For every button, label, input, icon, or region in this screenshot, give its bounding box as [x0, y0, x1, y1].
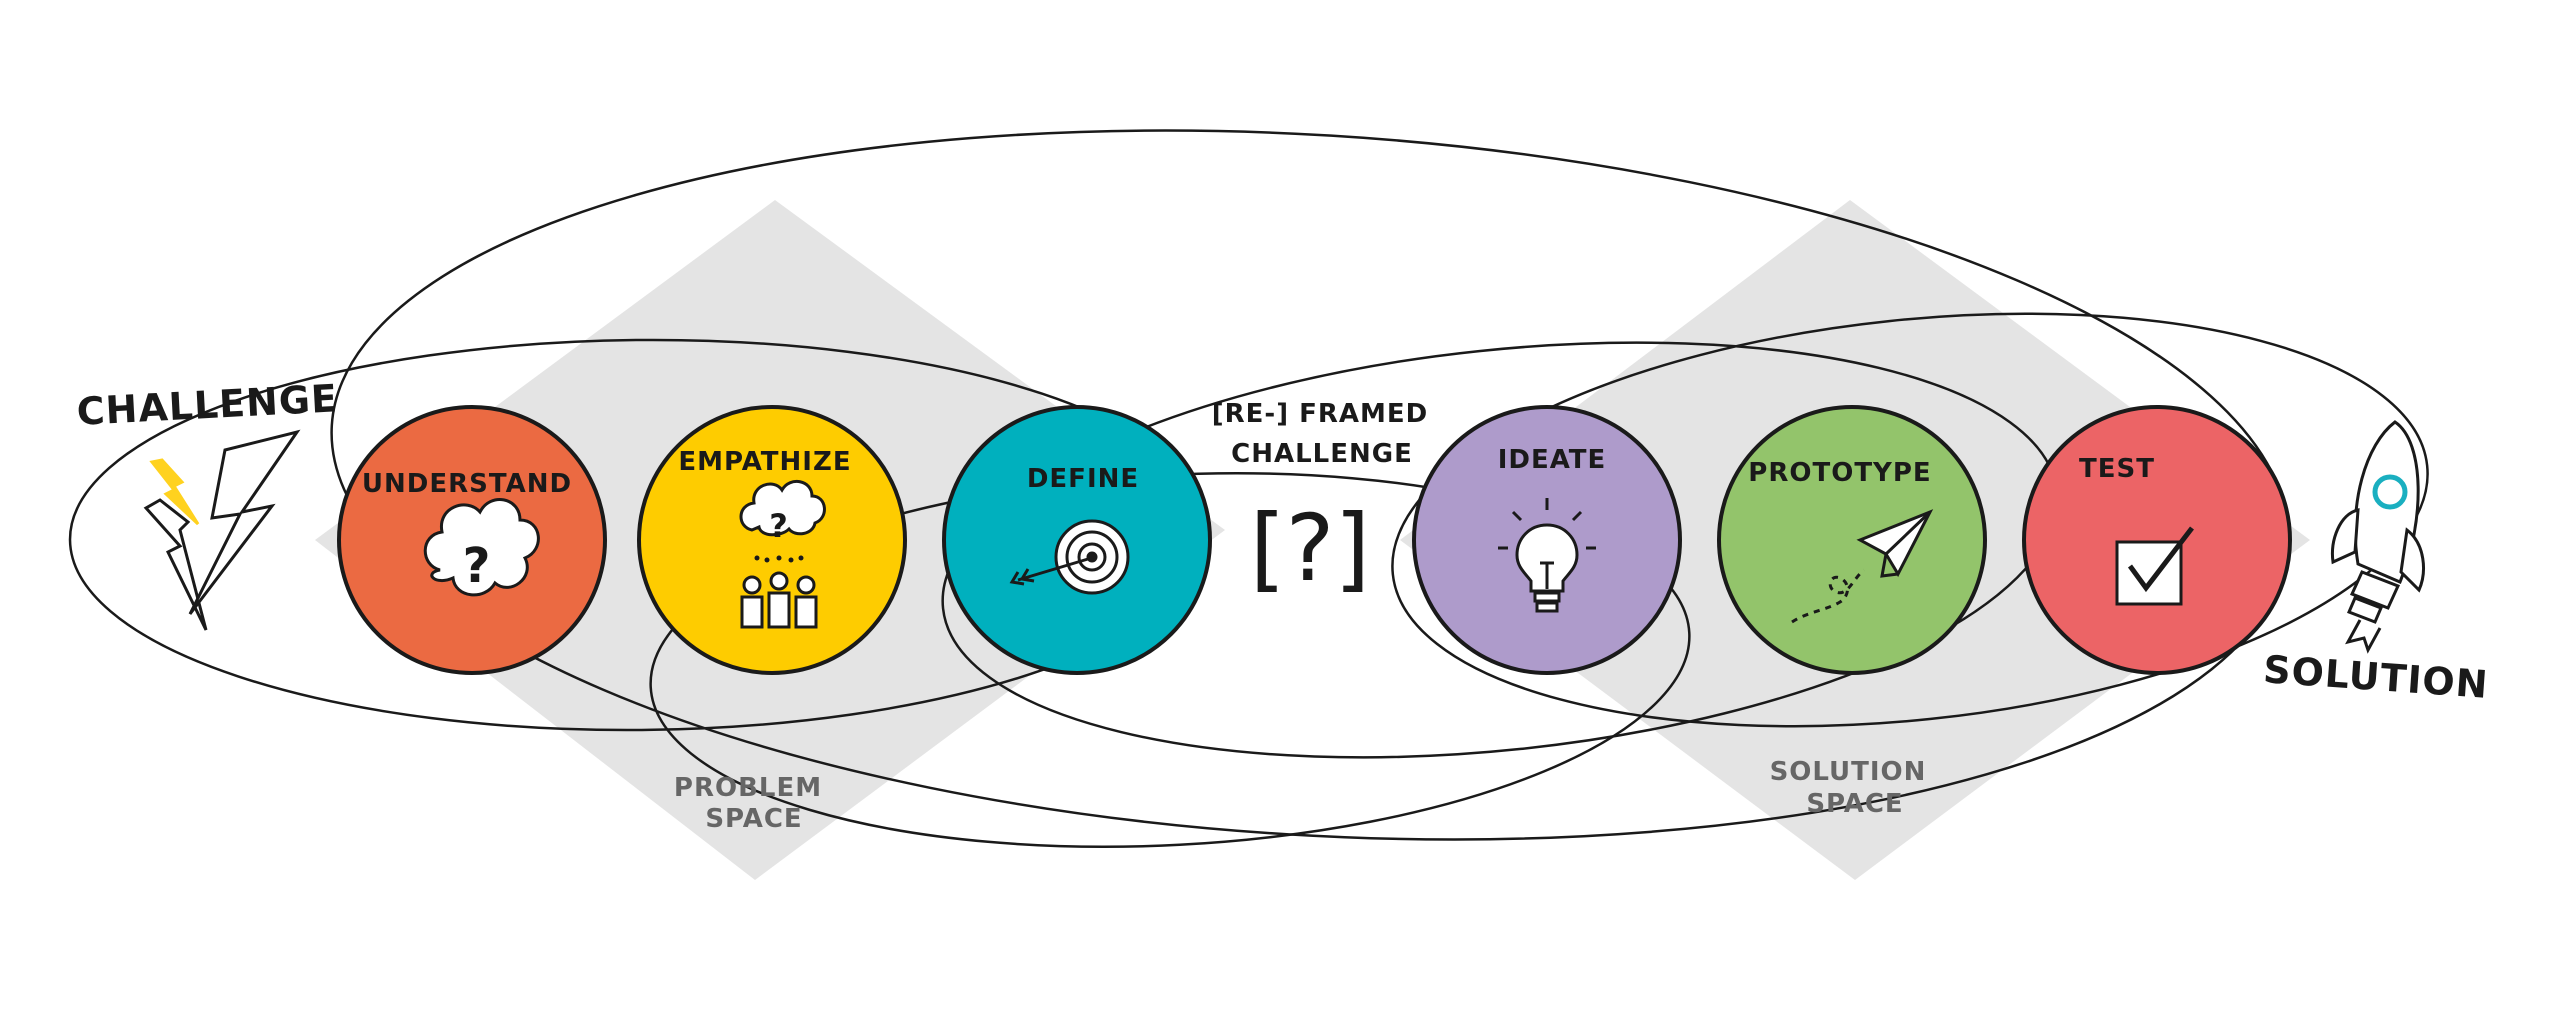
svg-text:?: ? — [463, 538, 492, 594]
stage-prototype-circle[interactable] — [1717, 405, 1987, 675]
lightbulb-icon — [1498, 498, 1596, 613]
challenge-label: CHALLENGE — [76, 376, 339, 434]
paper-plane-icon — [1791, 509, 1934, 624]
reframed-label-line2: CHALLENGE — [1231, 439, 1413, 469]
stage-label: DEFINE — [1027, 464, 1139, 494]
checkbox-icon — [2115, 526, 2194, 606]
solution-space-line2: SPACE — [1806, 789, 1903, 819]
problem-space-line1: PROBLEM — [674, 773, 822, 803]
svg-text:?: ? — [769, 507, 789, 545]
stage-label: PROTOTYPE — [1748, 458, 1931, 488]
stage-label: IDEATE — [1498, 445, 1607, 475]
reframed-question-symbol: [?] — [1250, 495, 1371, 602]
stage-label: UNDERSTAND — [362, 469, 572, 499]
reframed-challenge: [RE-] FRAMED CHALLENGE [?] — [1212, 399, 1429, 602]
loop-ideate-test — [1391, 312, 2429, 728]
stage-label: EMPATHIZE — [678, 447, 851, 477]
target-arrow-icon — [1009, 519, 1130, 595]
reframed-label-line1: [RE-] FRAMED — [1212, 399, 1429, 429]
stage-test-circle[interactable] — [2022, 405, 2292, 675]
people-question-icon: ? — [739, 480, 826, 629]
problem-space-line2: SPACE — [705, 804, 802, 834]
solution-space-line1: SOLUTION — [1770, 757, 1927, 787]
solution-label: SOLUTION — [2262, 647, 2490, 707]
lightning-bolt-icon — [143, 429, 301, 631]
stage-label: TEST — [2079, 454, 2155, 484]
cloud-question-icon: ? — [423, 498, 540, 597]
stage-empathize-circle[interactable] — [637, 405, 907, 675]
rocket-icon — [2330, 420, 2425, 654]
